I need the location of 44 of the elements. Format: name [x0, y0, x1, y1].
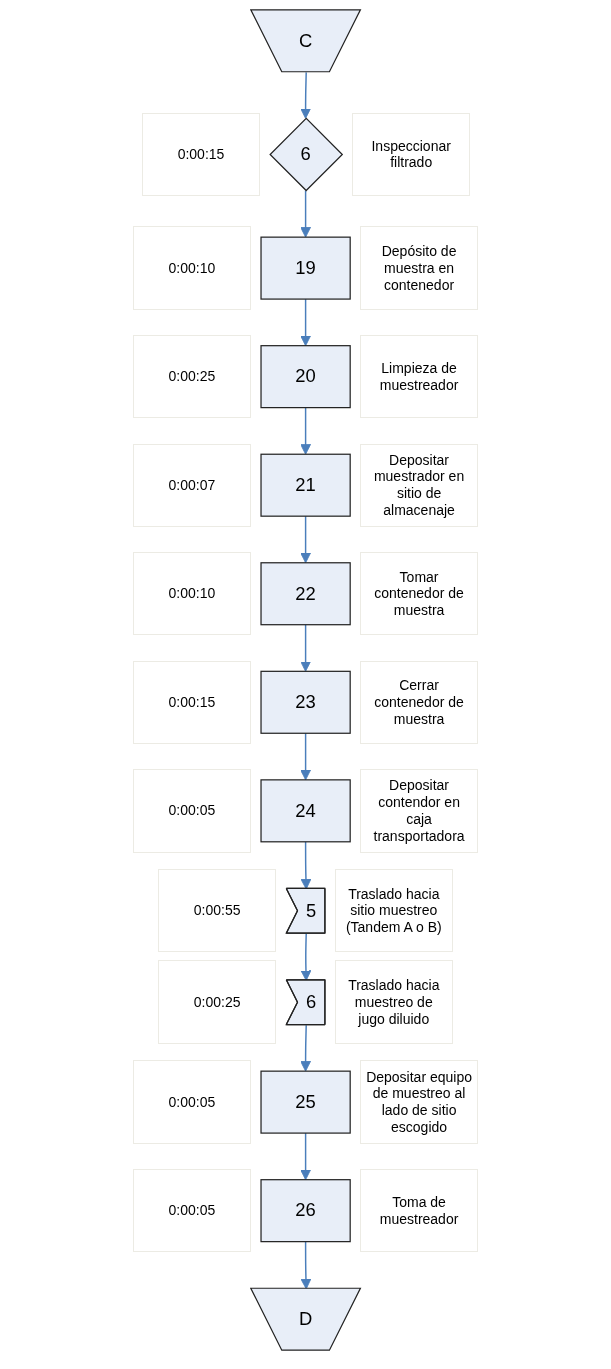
arrow [300, 623, 311, 672]
arrow [300, 1132, 311, 1181]
arrow [300, 298, 311, 347]
operation-box: 23 [260, 670, 351, 734]
step-description-box: Traslado hacia muestreo de jugo diluido [334, 960, 453, 1044]
off-page-connector: C [249, 9, 362, 73]
arrow [300, 71, 311, 119]
step-description-box: Limpieza de muestreador [360, 334, 479, 419]
duration-box: 0:00:25 [132, 334, 251, 419]
duration-box: 0:00:07 [132, 443, 251, 527]
step-description-box: Depositar contendor en caja transportadora [360, 769, 479, 853]
duration-box: 0:00:05 [132, 769, 251, 853]
operation-box: 24 [260, 779, 351, 843]
step-description-box: Depositar equipo de muestreo al lado de sitio escogido [360, 1060, 479, 1144]
operation-box: 25 [260, 1070, 351, 1134]
arrow [300, 406, 311, 455]
step-description-box: Traslado hacia sitio muestreo (Tandem A o B) [334, 869, 453, 953]
operation-box: 19 [260, 236, 351, 300]
off-page-connector: D [249, 1287, 362, 1351]
transport-triangle: 6 [285, 979, 326, 1026]
arrow [300, 189, 311, 238]
operation-box: 22 [260, 562, 351, 626]
duration-box: 0:00:15 [142, 112, 260, 197]
arrow [300, 732, 311, 781]
duration-box: 0:00:10 [132, 552, 251, 636]
duration-box: 0:00:15 [132, 660, 251, 744]
duration-box: 0:00:05 [132, 1168, 251, 1253]
inspection-diamond: 6 [269, 117, 344, 192]
operation-box: 26 [260, 1179, 351, 1243]
duration-box: 0:00:55 [158, 869, 277, 953]
step-description-box: Depósito de muestra en contenedor [360, 226, 479, 310]
duration-box: 0:00:25 [158, 960, 277, 1044]
arrow [300, 1024, 311, 1072]
duration-box: 0:00:10 [132, 226, 251, 310]
step-description-box: Tomar contenedor de muestra [360, 552, 479, 636]
duration-box: 0:00:05 [132, 1060, 251, 1144]
operation-box: 21 [260, 453, 351, 517]
arrow [300, 515, 311, 564]
operation-box: 20 [260, 345, 351, 409]
step-description-box: Inspeccionar filtrado [352, 112, 471, 197]
step-description-box: Depositar muestrador en sitio de almacenaje [360, 443, 479, 527]
step-description-box: Toma de muestreador [360, 1168, 479, 1253]
transport-triangle: 5 [285, 887, 326, 934]
step-description-box: Cerrar contenedor de muestra [360, 660, 479, 744]
